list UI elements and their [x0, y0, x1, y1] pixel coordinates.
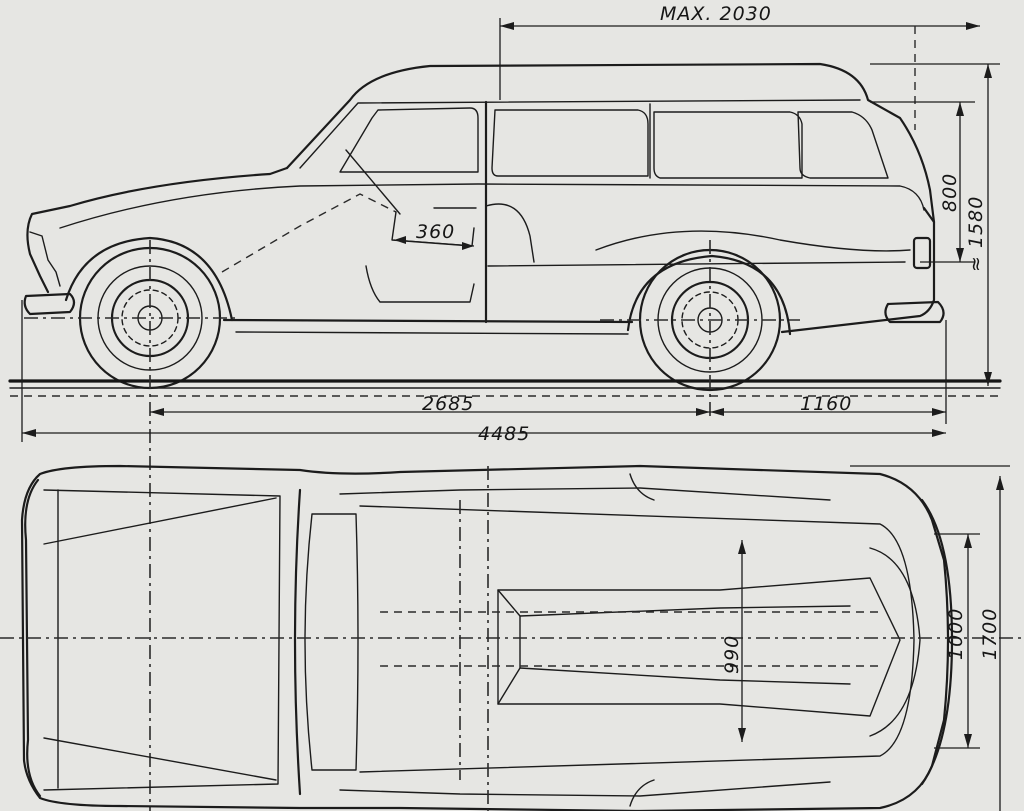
- top-body-outline: [20, 464, 950, 811]
- dim-max-width: MAX. 2030: [499, 3, 980, 130]
- side-rear-arch: [626, 254, 792, 336]
- dim-rear-track-label: 1000: [945, 608, 967, 660]
- dim-seat-depth-label: 360: [416, 221, 455, 243]
- side-front-grille: [29, 231, 61, 287]
- side-window-rear: [797, 111, 889, 179]
- top-rear-window: [869, 547, 921, 737]
- top-front-bumper: [24, 478, 42, 798]
- dim-rear-overhang-label: 1160: [800, 393, 852, 415]
- top-rear-bumper: [920, 498, 954, 786]
- dim-roof-width-label: 990: [721, 635, 743, 674]
- dim-roof-height-label: 800: [939, 173, 961, 212]
- side-body-lower: [222, 318, 634, 324]
- side-window-front: [339, 107, 479, 173]
- top-roof-panel: [497, 577, 901, 717]
- dim-max-width-label: MAX. 2030: [660, 3, 772, 25]
- side-front-seat: [365, 265, 475, 303]
- side-roof-outline: [285, 62, 936, 224]
- side-tail-light: [912, 236, 932, 270]
- side-rear-fender: [595, 230, 911, 252]
- side-sill: [235, 331, 629, 335]
- side-rear-bumper: [884, 300, 945, 324]
- side-hood: [26, 166, 289, 294]
- side-front-arch: [64, 236, 234, 322]
- top-roof: [359, 505, 915, 773]
- dim-total-length-label: 4485: [478, 423, 530, 445]
- side-window-3: [653, 111, 803, 179]
- dim-total-height-label: ≈ 1580: [965, 196, 987, 272]
- dim-wheelbase: 2685 1160: [150, 320, 947, 424]
- top-windshield: [293, 488, 302, 796]
- dim-seat-depth: 360: [393, 221, 475, 250]
- side-steering-column: [221, 193, 397, 273]
- dim-total-length: 4485: [21, 300, 946, 445]
- side-tail: [780, 206, 936, 334]
- side-front-bumper: [23, 292, 76, 316]
- side-rear-seat: [485, 203, 535, 263]
- side-belt-line: [59, 183, 925, 229]
- top-view: [0, 464, 1024, 811]
- side-window-2: [491, 109, 649, 177]
- dim-body-width-label: 1700: [979, 608, 1001, 660]
- top-hood: [43, 489, 281, 791]
- dim-heights: 800 ≈ 1580: [870, 63, 1000, 386]
- dim-top-widths: 990 1000 1700: [721, 465, 1010, 811]
- dim-wheelbase-label: 2685: [422, 393, 474, 415]
- side-view: [8, 62, 1002, 811]
- side-roof-inner: [299, 99, 861, 169]
